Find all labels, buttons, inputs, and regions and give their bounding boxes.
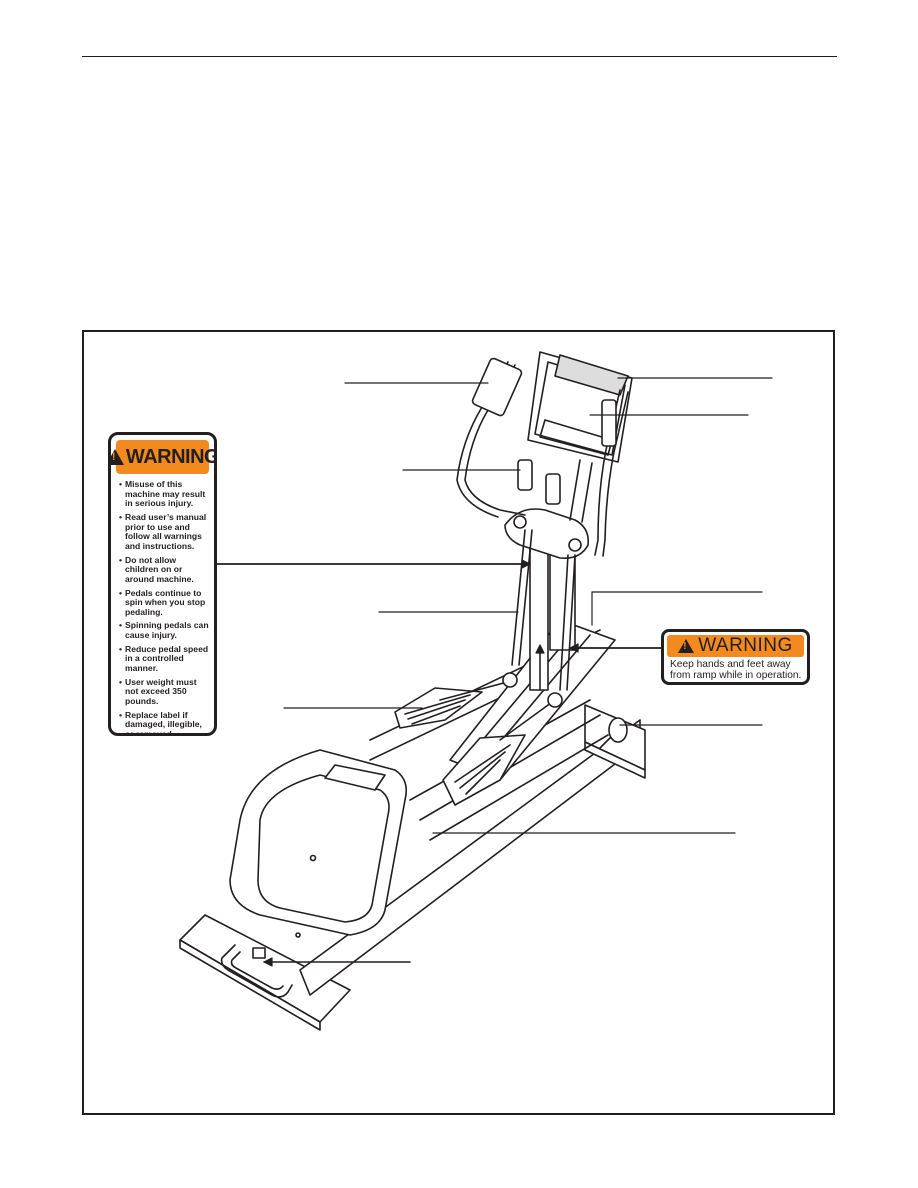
warning-list: Misuse of this machine may result in ser…: [111, 479, 214, 733]
flywheel-shroud: [229, 749, 408, 938]
header-rule: [82, 56, 837, 57]
warning-item: Do not allow children on or around machi…: [119, 555, 210, 585]
warning-item: Replace label if damaged, illegible, or …: [119, 710, 210, 733]
warning-header: WARNING: [111, 440, 214, 474]
warning-label-large: WARNING Misuse of this machine may resul…: [108, 432, 217, 736]
callout-lines: [216, 377, 773, 967]
warning-header: WARNING: [667, 635, 804, 657]
warning-title: WARNING: [698, 635, 793, 656]
warning-message-line: from ramp while in operation.: [670, 670, 802, 681]
warning-item: User weight must not exceed 350 pounds.: [119, 677, 210, 707]
warning-label-small: WARNING Keep hands and feet away from ra…: [661, 629, 810, 685]
warning-triangle-icon: [111, 449, 124, 465]
warning-item: Misuse of this machine may result in ser…: [119, 479, 210, 509]
handlebars: [456, 357, 629, 691]
warning-message-line: Keep hands and feet away: [670, 659, 791, 670]
warning-triangle-icon: [678, 639, 695, 653]
warning-item: Spinning pedals can cause injury.: [119, 621, 210, 640]
warning-item: Pedals continue to spin when you stop pe…: [119, 588, 210, 618]
warning-item: Reduce pedal speed in a controlled manne…: [119, 644, 210, 674]
pedals: [394, 672, 563, 806]
front-leveler: [599, 717, 628, 749]
warning-item: Read user’s manual prior to use and foll…: [119, 512, 210, 551]
warning-message: Keep hands and feet away from ramp while…: [664, 657, 807, 681]
rear-handle: [220, 944, 293, 998]
warning-title: WARNING: [125, 445, 217, 468]
diagram-frame: [82, 330, 835, 1115]
